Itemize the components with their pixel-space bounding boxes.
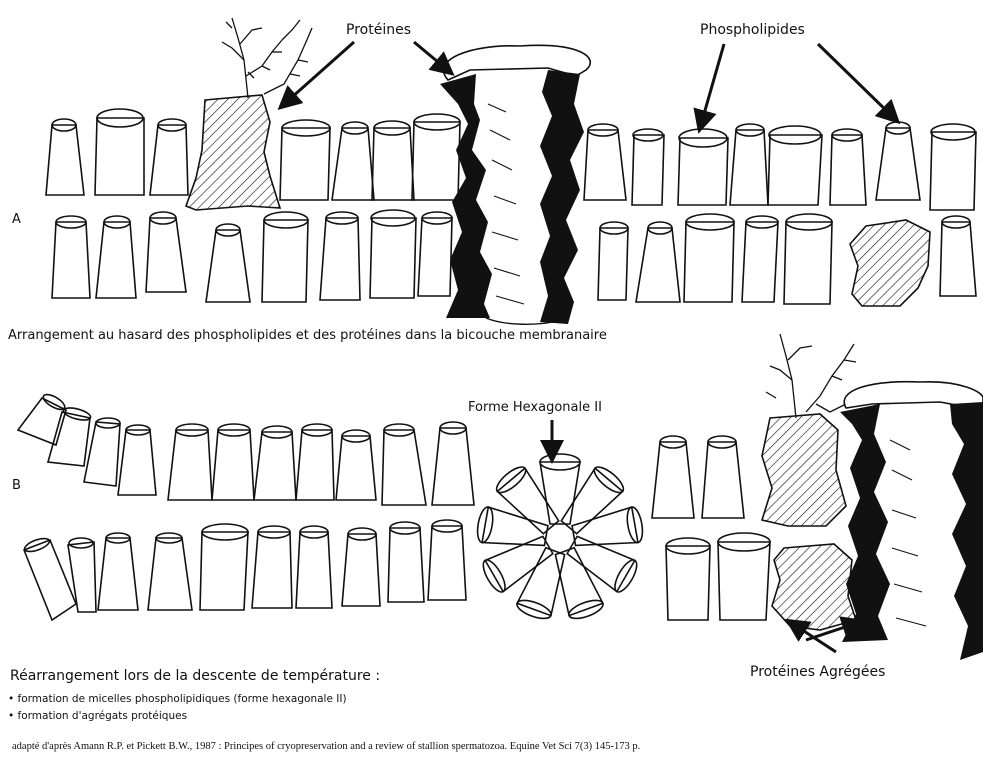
transmembrane-protein-icon [840, 382, 983, 660]
panel-b-lower-leaflet [23, 520, 770, 620]
phospholipid-icon [678, 129, 728, 205]
phospholipid-icon [336, 430, 376, 500]
phospholipid-icon [784, 214, 832, 304]
phospholipid-icon [262, 212, 308, 302]
phospholipid-icon [96, 216, 136, 298]
phospholipid-icon [342, 528, 380, 606]
protein-arrows [282, 42, 450, 106]
bullet-glyph: • [8, 710, 14, 722]
phospholipid-icon [548, 545, 603, 616]
phospholipid-icon [370, 210, 416, 298]
phospholipid-icon [497, 468, 564, 539]
panel-a-letter: A [12, 212, 21, 227]
phospholipid-icon [830, 129, 866, 205]
phospholipid-icon [150, 119, 188, 195]
phospholipid-icon [730, 124, 768, 205]
hatched-protein-icon [186, 95, 280, 210]
phospholipid-icon [876, 122, 920, 200]
phospholipid-icon [540, 462, 580, 524]
phospholipid-icon [598, 222, 628, 300]
panel-a-lower-leaflet [52, 210, 976, 304]
panel-a-upper-leaflet [46, 109, 976, 210]
phospholipid-icon [666, 538, 710, 620]
phospholipid-icon [296, 526, 332, 608]
hatched-protein-icon [850, 220, 930, 306]
phospholipid-icon [930, 124, 976, 210]
phospholipid-icon [940, 216, 976, 296]
phospholipid-icon [206, 224, 250, 302]
phospholipid-icon [702, 436, 744, 518]
phospholipid-icon [95, 109, 144, 195]
panel-b-upper-leaflet [18, 392, 744, 518]
branched-chain-icon [222, 18, 312, 98]
phospholipid-icon [252, 526, 292, 608]
phospholipid-icon [718, 533, 770, 620]
branched-chain-icon [766, 334, 856, 418]
proteins-label: Protéines [346, 22, 411, 38]
phospholipid-icon [280, 120, 330, 200]
bullet-2-text: formation d'agrégats protéiques [18, 710, 188, 722]
phospholipid-icon [636, 222, 680, 302]
phospholipid-icon [517, 545, 572, 616]
phospholipids-label: Phospholipides [700, 22, 805, 38]
phospholipid-icon [48, 406, 92, 466]
citation: adapté d'après Amann R.P. et Pickett B.W… [12, 741, 640, 752]
phospholipid-icon [254, 426, 296, 500]
phospholipid-icon [768, 126, 822, 205]
phospholipid-icon [146, 212, 186, 292]
phospholipid-icon [46, 119, 84, 195]
phospholipid-icon [52, 216, 90, 298]
phospholipid-icon [382, 424, 426, 505]
phospholipid-icon [584, 124, 626, 200]
phospholipid-icon [212, 424, 254, 500]
phospholipid-icon [412, 114, 460, 200]
down-arrow-icon [700, 44, 724, 128]
phospholipid-icon [418, 212, 452, 296]
hexagonal-label: Forme Hexagonale II [468, 400, 602, 415]
phospholipid-icon [432, 422, 474, 505]
bullet-2: • formation d'agrégats protéiques [8, 710, 187, 722]
down-arrow-icon [818, 44, 896, 120]
phospholipid-icon [388, 522, 424, 602]
caption-b-title: Réarrangement lors de la descente de tem… [10, 668, 380, 684]
phospholipid-icon [332, 122, 374, 200]
bullet-1: • formation de micelles phospholipidique… [8, 693, 347, 705]
panel-b-letter: B [12, 478, 21, 493]
hatched-protein-icon [762, 414, 846, 526]
hatched-protein-icon [772, 544, 856, 630]
aggregated-proteins-label: Protéines Agrégées [750, 664, 885, 680]
caption-a: Arrangement au hasard des phospholipides… [8, 328, 607, 343]
phospholipid-icon [555, 468, 622, 539]
down-arrow-icon [414, 42, 450, 72]
phospholipid-icon [372, 121, 414, 200]
phospholipid-icon [742, 216, 778, 302]
phospholipid-icon [684, 214, 734, 302]
phospholipid-icon [200, 524, 248, 610]
phospholipid-icon [148, 533, 192, 610]
phospholipid-icon [98, 533, 138, 610]
phospholipid-icon [632, 129, 664, 205]
hexagonal-micelle [475, 454, 645, 622]
phospholipid-icon [118, 425, 156, 495]
phospholipid-icon [68, 538, 96, 612]
phospholipid-icon [652, 436, 694, 518]
phospholipid-icon [168, 424, 212, 500]
transmembrane-protein-icon [440, 45, 590, 324]
phospholipid-icon [296, 424, 334, 500]
bullet-1-text: formation de micelles phospholipidiques … [18, 693, 347, 705]
phospholipid-icon [428, 520, 466, 600]
phospholipid-icon [320, 212, 360, 300]
bullet-glyph: • [8, 693, 14, 705]
phospholipid-arrows [700, 44, 896, 128]
